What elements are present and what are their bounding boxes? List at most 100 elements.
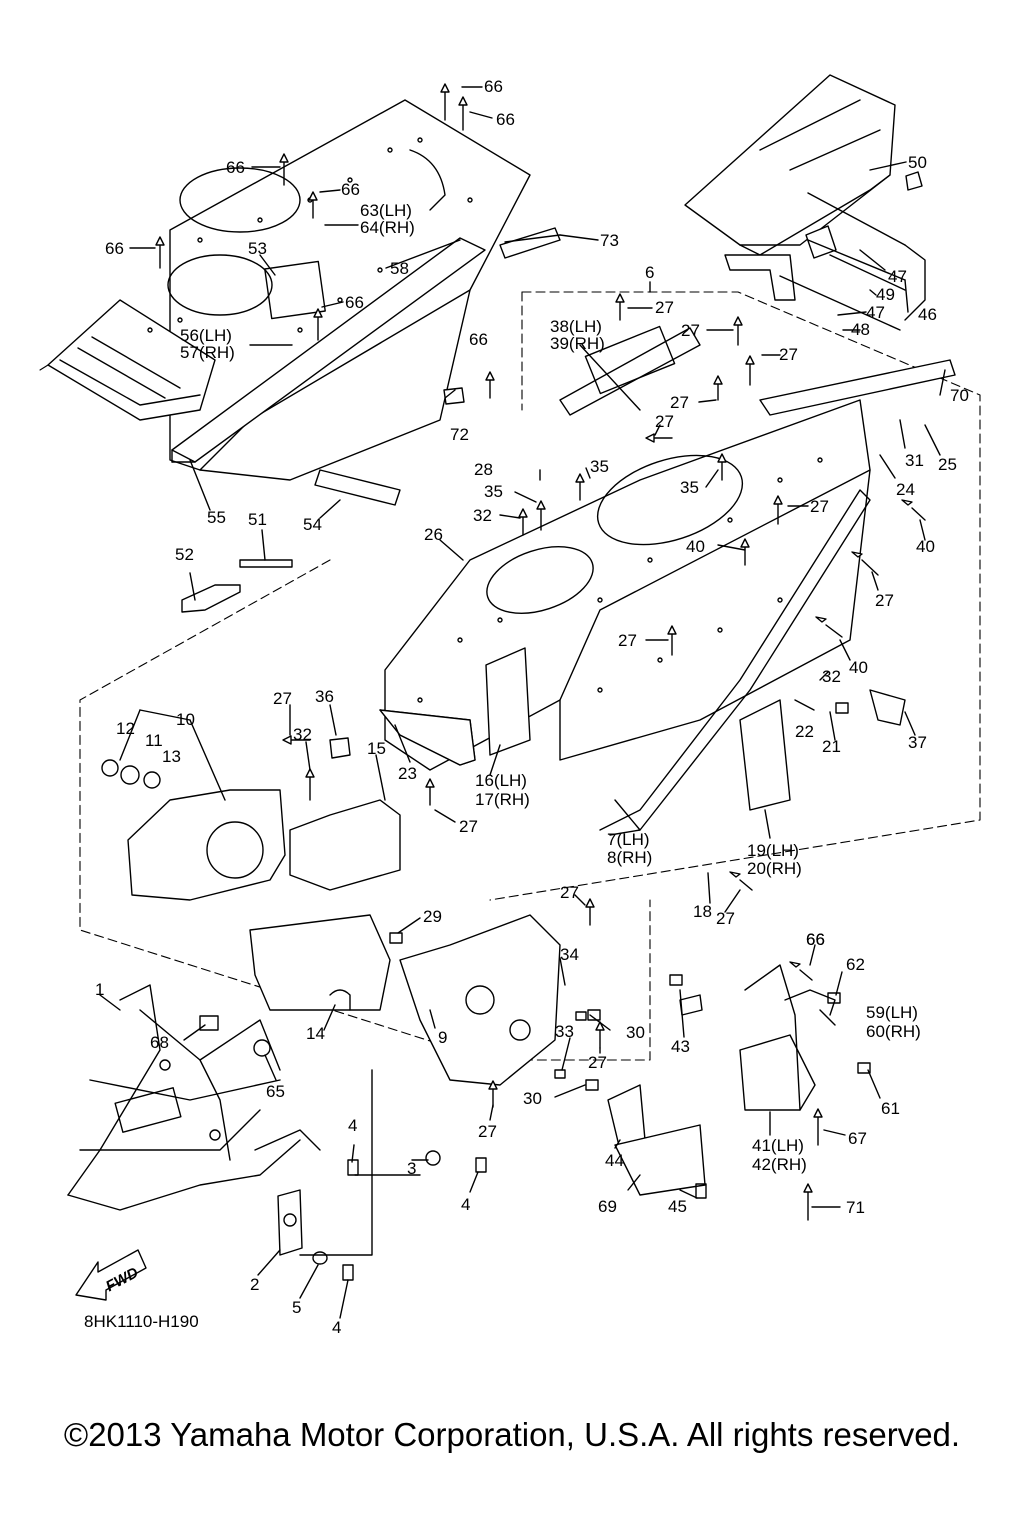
diagram-code: 8HK1110-H190 bbox=[84, 1312, 199, 1331]
callout-70: 70 bbox=[950, 386, 969, 405]
front-frame bbox=[67, 984, 321, 1211]
callout-71: 71 bbox=[846, 1198, 865, 1217]
callout-23: 23 bbox=[398, 764, 417, 783]
callout-4: 4 bbox=[332, 1318, 341, 1337]
callout-27: 27 bbox=[560, 883, 579, 902]
callout-29: 29 bbox=[423, 907, 442, 926]
callout-40: 40 bbox=[686, 537, 705, 556]
fastener-symbols bbox=[155, 83, 926, 1221]
callout-27: 27 bbox=[459, 817, 478, 836]
callout-16-lh: 16(LH) bbox=[475, 771, 527, 790]
callout-36: 36 bbox=[315, 687, 334, 706]
rear-tunnel-section bbox=[47, 99, 561, 481]
callout-28: 28 bbox=[474, 460, 493, 479]
callout-22: 22 bbox=[795, 722, 814, 741]
callout-66: 66 bbox=[105, 239, 124, 258]
callout-66: 66 bbox=[806, 930, 825, 949]
callout-58: 58 bbox=[390, 259, 409, 278]
callout-27: 27 bbox=[655, 412, 674, 431]
callout-27: 27 bbox=[810, 497, 829, 516]
callout-59-lh: 59(LH) bbox=[866, 1003, 918, 1022]
callout-27: 27 bbox=[588, 1053, 607, 1072]
callout-13: 13 bbox=[162, 747, 181, 766]
callout-24: 24 bbox=[896, 480, 915, 499]
callout-50: 50 bbox=[908, 153, 927, 172]
callout-4: 4 bbox=[461, 1195, 470, 1214]
callout-labels: 66 66 66 66 66 66 66 66 63(LH) 64(RH) 73… bbox=[95, 77, 969, 1337]
callout-32: 32 bbox=[822, 667, 841, 686]
callout-27: 27 bbox=[716, 909, 735, 928]
callout-30: 30 bbox=[626, 1023, 645, 1042]
callout-66: 66 bbox=[341, 180, 360, 199]
callout-8-rh: 8(RH) bbox=[607, 848, 652, 867]
callout-41-lh: 41(LH) bbox=[752, 1136, 804, 1155]
callout-53: 53 bbox=[248, 239, 267, 258]
callout-14: 14 bbox=[306, 1024, 325, 1043]
callout-47: 47 bbox=[866, 303, 885, 322]
callout-20-rh: 20(RH) bbox=[747, 859, 802, 878]
callout-33: 33 bbox=[555, 1022, 574, 1041]
callout-4: 4 bbox=[348, 1116, 357, 1135]
callout-46: 46 bbox=[918, 305, 937, 324]
callout-40: 40 bbox=[849, 658, 868, 677]
callout-27: 27 bbox=[618, 631, 637, 650]
callout-3: 3 bbox=[407, 1159, 416, 1178]
callout-21: 21 bbox=[822, 737, 841, 756]
callout-66: 66 bbox=[806, 930, 825, 949]
callout-54: 54 bbox=[303, 515, 322, 534]
callout-72: 72 bbox=[450, 425, 469, 444]
callout-37: 37 bbox=[908, 733, 927, 752]
callout-31: 31 bbox=[905, 451, 924, 470]
callout-25: 25 bbox=[938, 455, 957, 474]
callout-38-lh: 38(LH) bbox=[550, 317, 602, 336]
callout-42-rh: 42(RH) bbox=[752, 1155, 807, 1174]
callout-5: 5 bbox=[292, 1298, 301, 1317]
callout-11: 11 bbox=[145, 731, 163, 750]
callout-18: 18 bbox=[693, 902, 712, 921]
callout-62: 62 bbox=[846, 955, 865, 974]
callout-30: 30 bbox=[523, 1089, 542, 1108]
callout-48: 48 bbox=[851, 320, 870, 339]
callout-45: 45 bbox=[668, 1197, 687, 1216]
callout-67: 67 bbox=[848, 1129, 867, 1148]
rear-flap-section bbox=[684, 74, 926, 331]
callout-51: 51 bbox=[248, 510, 267, 529]
callout-64-rh: 64(RH) bbox=[360, 218, 415, 237]
callout-66: 66 bbox=[345, 293, 364, 312]
callout-26: 26 bbox=[424, 525, 443, 544]
callout-66: 66 bbox=[484, 77, 503, 96]
callout-66: 66 bbox=[469, 330, 488, 349]
callout-68: 68 bbox=[150, 1033, 169, 1052]
callout-35: 35 bbox=[484, 482, 503, 501]
callout-55: 55 bbox=[207, 508, 226, 527]
callout-69: 69 bbox=[598, 1197, 617, 1216]
leader-lines bbox=[99, 86, 946, 1319]
callout-27: 27 bbox=[655, 298, 674, 317]
callout-47: 47 bbox=[888, 267, 907, 286]
callout-27: 27 bbox=[670, 393, 689, 412]
right-side-parts bbox=[679, 964, 836, 1111]
callout-27: 27 bbox=[273, 689, 292, 708]
callout-7-lh: 7(LH) bbox=[607, 830, 650, 849]
callout-66: 66 bbox=[226, 158, 245, 177]
callout-2: 2 bbox=[250, 1275, 259, 1294]
callout-66: 66 bbox=[496, 110, 515, 129]
callout-35: 35 bbox=[680, 478, 699, 497]
callout-57-rh: 57(RH) bbox=[180, 343, 235, 362]
callout-44: 44 bbox=[605, 1151, 624, 1170]
copyright-notice: ©2013 Yamaha Motor Corporation, U.S.A. A… bbox=[63, 1416, 961, 1453]
callout-9: 9 bbox=[438, 1028, 447, 1047]
callout-39-rh: 39(RH) bbox=[550, 334, 605, 353]
callout-43: 43 bbox=[671, 1037, 690, 1056]
callout-65: 65 bbox=[266, 1082, 285, 1101]
callout-27: 27 bbox=[875, 591, 894, 610]
fwd-direction-badge: FWD bbox=[75, 1249, 147, 1301]
callout-61: 61 bbox=[881, 1099, 900, 1118]
callout-56-lh: 56(LH) bbox=[180, 326, 232, 345]
callout-63-lh: 63(LH) bbox=[360, 201, 412, 220]
front-bulkhead bbox=[399, 914, 706, 1196]
callout-52: 52 bbox=[175, 545, 194, 564]
callout-32: 32 bbox=[473, 506, 492, 525]
callout-27: 27 bbox=[478, 1122, 497, 1141]
